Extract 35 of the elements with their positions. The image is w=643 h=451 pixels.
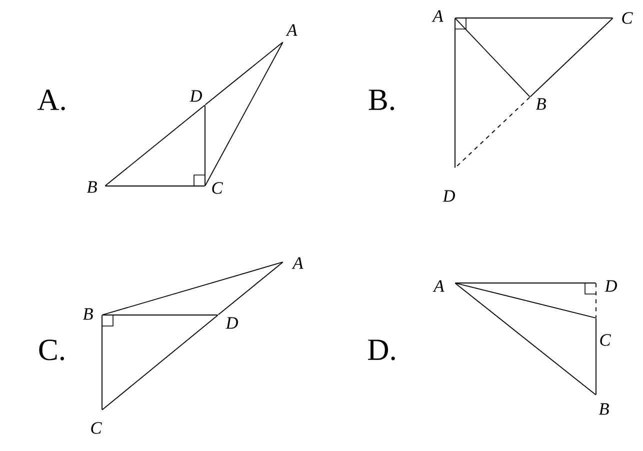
line-segment — [218, 262, 284, 316]
dashed-line — [454, 96, 530, 168]
line-segment — [454, 282, 596, 318]
option-label: C. — [39, 340, 64, 360]
line-segment — [102, 314, 218, 316]
option-label: B. — [368, 90, 394, 110]
point-label: D — [604, 280, 617, 292]
point-label: A — [432, 10, 444, 22]
line-segment — [454, 282, 596, 284]
line-segment — [204, 42, 284, 106]
line-segment — [104, 104, 206, 186]
point-label: C — [212, 182, 223, 194]
point-label: B — [86, 181, 97, 193]
point-label: B — [598, 403, 609, 415]
point-label: D — [442, 190, 455, 202]
point-label: D — [190, 90, 202, 102]
line-segment — [454, 18, 456, 168]
point-label: B — [536, 98, 546, 110]
line-segment — [204, 104, 206, 186]
line-segment — [102, 262, 284, 316]
line-segment — [204, 42, 284, 186]
point-label: A — [286, 24, 298, 36]
point-label: C — [600, 334, 611, 346]
option-label: D. — [368, 340, 395, 360]
line-segment — [102, 314, 218, 410]
point-label: C — [91, 422, 102, 434]
point-label: A — [292, 257, 304, 269]
point-label: D — [226, 317, 238, 329]
point-label: A — [432, 280, 444, 292]
line-segment — [530, 18, 614, 98]
line-segment — [454, 282, 596, 396]
point-label: B — [82, 308, 93, 320]
option-label: A. — [37, 90, 65, 110]
line-segment — [454, 18, 530, 98]
point-label: C — [622, 12, 633, 24]
